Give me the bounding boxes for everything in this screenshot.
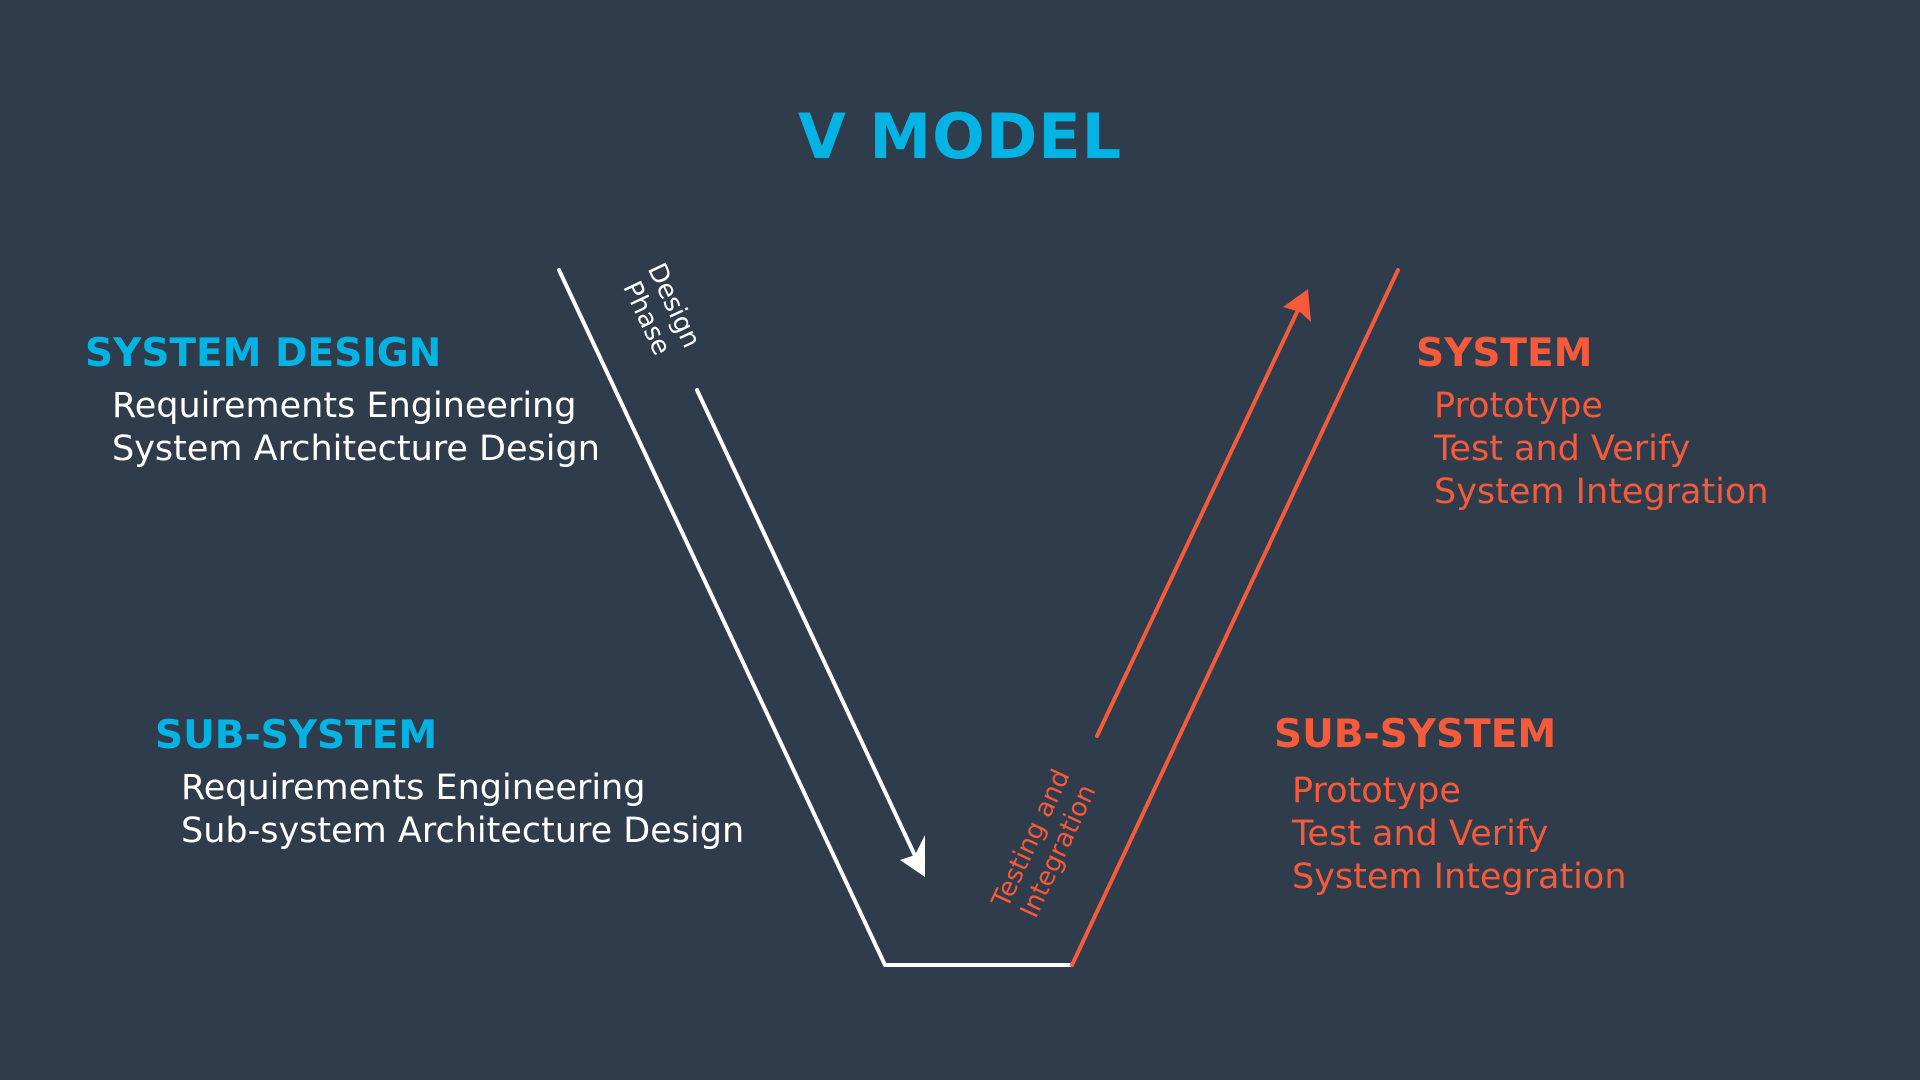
- design-arrow-shaft: [695, 388, 919, 862]
- page-title: V MODEL: [797, 100, 1123, 173]
- arrow-down-icon: [900, 835, 925, 877]
- sub-system-testing-heading: SUB-SYSTEM: [1274, 712, 1557, 757]
- sub-system-design-block: SUB-SYSTEM Requirements Engineering Sub-…: [155, 716, 744, 853]
- system-testing-item: Test and Verify: [1434, 429, 1691, 469]
- sub-system-design-heading: SUB-SYSTEM: [155, 713, 438, 758]
- design-phase-arrow: [695, 388, 925, 877]
- sub-system-design-item: Requirements Engineering: [181, 768, 646, 808]
- sub-system-testing-item: System Integration: [1292, 857, 1627, 897]
- sub-system-design-item: Sub-system Architecture Design: [181, 811, 745, 851]
- v-right-stroke: [1070, 268, 1400, 967]
- sub-system-testing-item: Prototype: [1292, 771, 1461, 811]
- system-testing-item: Prototype: [1434, 386, 1603, 426]
- v-left-stroke: [557, 268, 887, 967]
- system-testing-block: SYSTEM Prototype Test and Verify System …: [1416, 334, 1769, 514]
- system-testing-item: System Integration: [1434, 472, 1769, 512]
- testing-arrow-shaft: [1095, 308, 1300, 738]
- sub-system-testing-block: SUB-SYSTEM Prototype Test and Verify Sys…: [1274, 715, 1627, 899]
- system-design-heading: SYSTEM DESIGN: [85, 331, 442, 376]
- system-design-item: Requirements Engineering: [112, 386, 577, 426]
- system-testing-heading: SYSTEM: [1416, 331, 1593, 376]
- sub-system-testing-item: Test and Verify: [1292, 814, 1549, 854]
- system-design-block: SYSTEM DESIGN Requirements Engineering S…: [85, 334, 600, 471]
- system-design-item: System Architecture Design: [112, 429, 600, 469]
- testing-phase-arrow: [1095, 289, 1311, 738]
- arrow-up-icon: [1283, 289, 1311, 322]
